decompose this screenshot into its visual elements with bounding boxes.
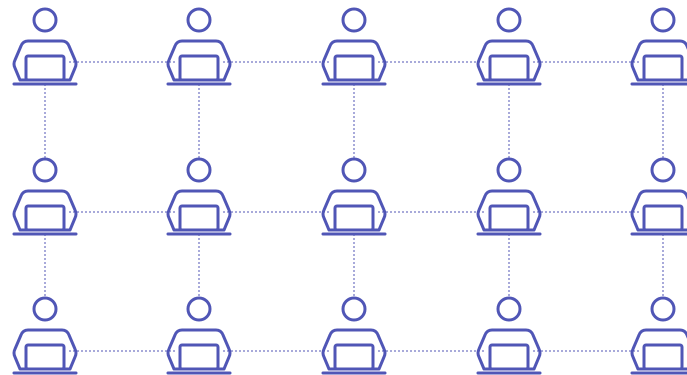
head-shape xyxy=(496,157,522,183)
head-shape xyxy=(341,7,367,33)
person-at-laptop-icon xyxy=(166,296,232,375)
person-at-laptop-icon xyxy=(476,7,542,86)
person-at-laptop-icon xyxy=(321,7,387,86)
person-at-laptop-icon xyxy=(630,296,687,375)
torso-shape xyxy=(12,328,78,371)
laptop-screen xyxy=(24,204,66,232)
head-shape xyxy=(341,296,367,322)
torso-shape xyxy=(630,328,687,371)
head-shape xyxy=(186,296,212,322)
connection-lines xyxy=(44,61,664,352)
laptop-screen xyxy=(178,54,220,82)
torso-shape xyxy=(166,189,232,232)
head-shape xyxy=(186,157,212,183)
head-shape xyxy=(496,7,522,33)
laptop-screen xyxy=(333,343,375,371)
laptop-screen xyxy=(642,343,684,371)
head-shape xyxy=(32,296,58,322)
laptop-screen xyxy=(488,204,530,232)
torso-shape xyxy=(321,39,387,82)
torso-shape xyxy=(321,189,387,232)
head-shape xyxy=(496,296,522,322)
laptop-screen xyxy=(642,204,684,232)
head-shape xyxy=(650,296,676,322)
laptop-screen xyxy=(488,343,530,371)
torso-shape xyxy=(166,328,232,371)
head-shape xyxy=(650,157,676,183)
person-at-laptop-icon xyxy=(12,296,78,375)
person-at-laptop-icon xyxy=(12,157,78,236)
head-shape xyxy=(32,157,58,183)
torso-shape xyxy=(630,39,687,82)
laptop-screen xyxy=(333,204,375,232)
person-at-laptop-icon xyxy=(476,296,542,375)
laptop-screen xyxy=(333,54,375,82)
head-shape xyxy=(186,7,212,33)
laptop-screen xyxy=(24,343,66,371)
person-at-laptop-icon xyxy=(476,157,542,236)
head-shape xyxy=(341,157,367,183)
torso-shape xyxy=(321,328,387,371)
person-at-laptop-icon xyxy=(321,157,387,236)
laptop-screen xyxy=(178,343,220,371)
laptop-screen xyxy=(24,54,66,82)
person-at-laptop-icon xyxy=(166,7,232,86)
torso-shape xyxy=(630,189,687,232)
torso-shape xyxy=(476,189,542,232)
user-nodes xyxy=(12,7,687,375)
torso-shape xyxy=(476,328,542,371)
person-at-laptop-icon xyxy=(321,296,387,375)
person-at-laptop-icon xyxy=(630,7,687,86)
torso-shape xyxy=(12,39,78,82)
torso-shape xyxy=(476,39,542,82)
laptop-screen xyxy=(178,204,220,232)
person-at-laptop-icon xyxy=(12,7,78,86)
torso-shape xyxy=(12,189,78,232)
head-shape xyxy=(650,7,676,33)
laptop-screen xyxy=(488,54,530,82)
laptop-screen xyxy=(642,54,684,82)
person-at-laptop-icon xyxy=(166,157,232,236)
torso-shape xyxy=(166,39,232,82)
person-at-laptop-icon xyxy=(630,157,687,236)
head-shape xyxy=(32,7,58,33)
